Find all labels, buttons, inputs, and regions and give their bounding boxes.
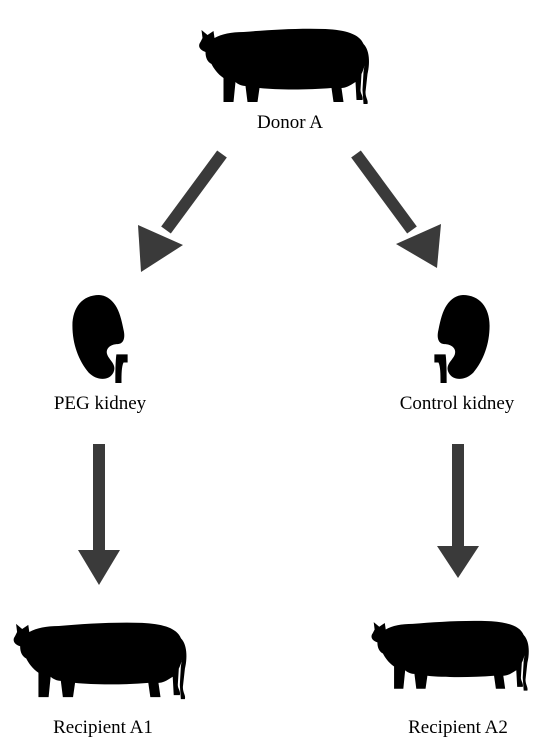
recipient-a1-pig-icon [14,623,187,700]
arrow-donor-to-control [356,154,441,268]
control-kidney-icon [434,295,489,383]
recipient-a2-label: Recipient A2 [408,717,508,739]
arrow-peg-to-recipient-a1 [78,444,120,585]
donor-pig-icon [199,29,369,104]
recipient-a1-label: Recipient A1 [53,717,153,739]
control-kidney-label: Control kidney [400,393,515,415]
donor-label: Donor A [257,112,323,134]
recipient-a2-pig-icon [372,621,529,691]
arrow-donor-to-peg [138,154,222,272]
peg-kidney-icon [72,295,127,383]
peg-kidney-label: PEG kidney [54,393,146,415]
arrow-control-to-recipient-a2 [437,444,479,578]
